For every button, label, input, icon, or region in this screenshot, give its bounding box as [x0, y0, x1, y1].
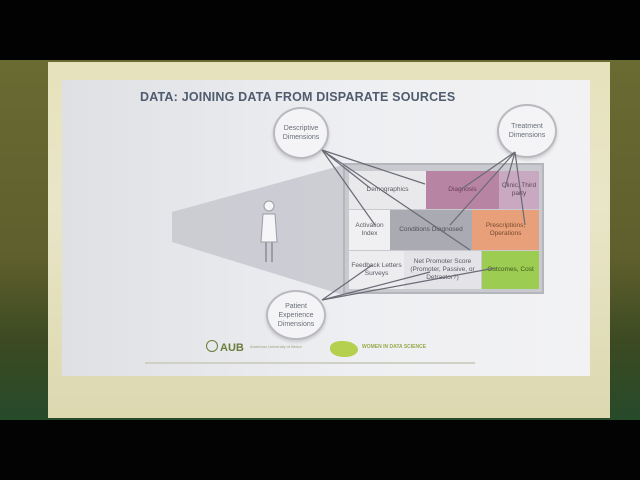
- data-grid: Demographics Diagnosis Clinic, Third par…: [343, 163, 544, 294]
- treatment-dimensions-label: Treatment Dimensions: [508, 123, 546, 139]
- footer-rule: [145, 362, 475, 364]
- patient-figure-icon: [260, 200, 278, 262]
- event-title: WOMEN IN DATA SCIENCE: [362, 344, 427, 350]
- cell-diagnosis: Diagnosis: [426, 171, 499, 209]
- patient-experience-label: Patient Experience Dimensions: [277, 302, 315, 328]
- slide-title: DATA: JOINING DATA FROM DISPARATE SOURCE…: [140, 90, 456, 104]
- patient-experience-circle: Patient Experience Dimensions: [266, 290, 326, 340]
- aub-subtitle: American University of Beirut: [250, 344, 302, 349]
- cell-outcomes: Outcomes, Cost: [482, 251, 539, 289]
- cell-prescriptions: Prescriptions, Operations: [472, 210, 539, 250]
- us-map-icon: [330, 341, 358, 357]
- letterbox-top: [0, 0, 640, 60]
- cell-feedback: Feedback Letters Surveys: [349, 251, 404, 289]
- cedar-icon: [206, 340, 218, 352]
- treatment-dimensions-circle: Treatment Dimensions: [497, 104, 557, 158]
- letterbox-bottom: [0, 420, 640, 480]
- descriptive-dimensions-label: Descriptive Dimensions: [282, 125, 320, 141]
- cell-conditions: Conditions Diagnosed: [390, 210, 472, 250]
- aub-logo: AUB: [206, 340, 244, 354]
- descriptive-dimensions-circle: Descriptive Dimensions: [273, 107, 329, 159]
